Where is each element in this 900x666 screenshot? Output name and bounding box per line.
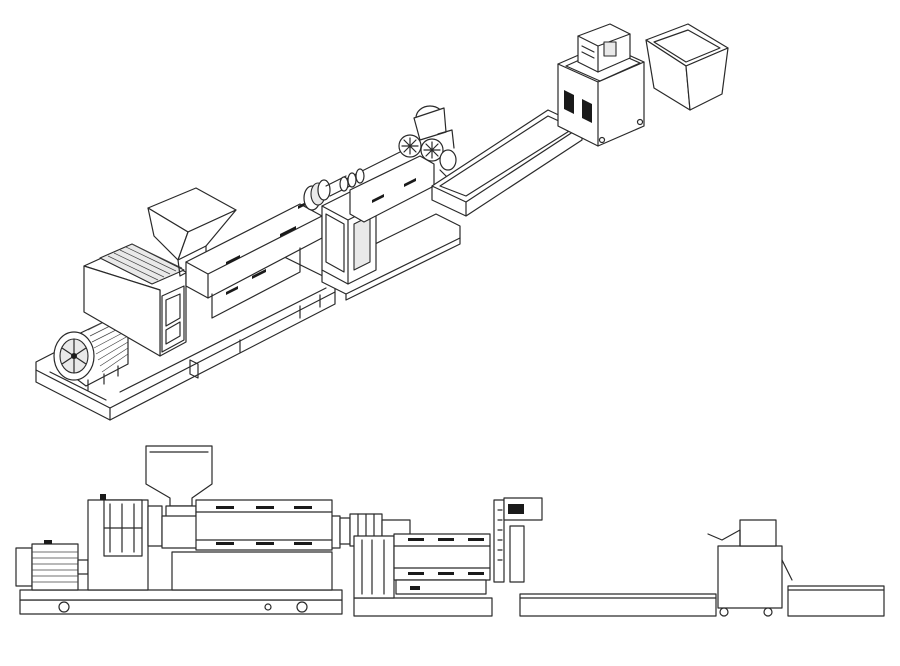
pellet-collection-bin-icon <box>645 23 729 111</box>
elevation-gearbox-icon <box>87 494 163 591</box>
die-head-icon <box>398 105 457 179</box>
elevation-drive-motor-icon <box>15 540 89 591</box>
elevation-main-base-icon <box>19 589 343 615</box>
isometric-view <box>35 23 729 421</box>
elevation-second-base-icon <box>353 535 493 617</box>
elevation-second-barrel-icon <box>393 533 491 595</box>
elevation-die-head-icon <box>493 497 543 583</box>
elevation-feed-hopper-icon <box>145 445 213 523</box>
side-elevation-view <box>15 445 885 617</box>
elevation-strand-pelletizer-icon <box>707 519 793 617</box>
elevation-cooling-trough-icon <box>519 593 717 617</box>
gearbox-icon <box>83 243 187 357</box>
strand-pelletizer-icon <box>557 23 645 147</box>
elevation-collection-bin-icon <box>787 585 885 617</box>
second-stage-extruder-icon <box>321 141 461 301</box>
stage-coupling-icon <box>303 175 351 211</box>
drive-motor-icon <box>53 311 129 391</box>
feed-hopper-icon <box>147 187 237 277</box>
